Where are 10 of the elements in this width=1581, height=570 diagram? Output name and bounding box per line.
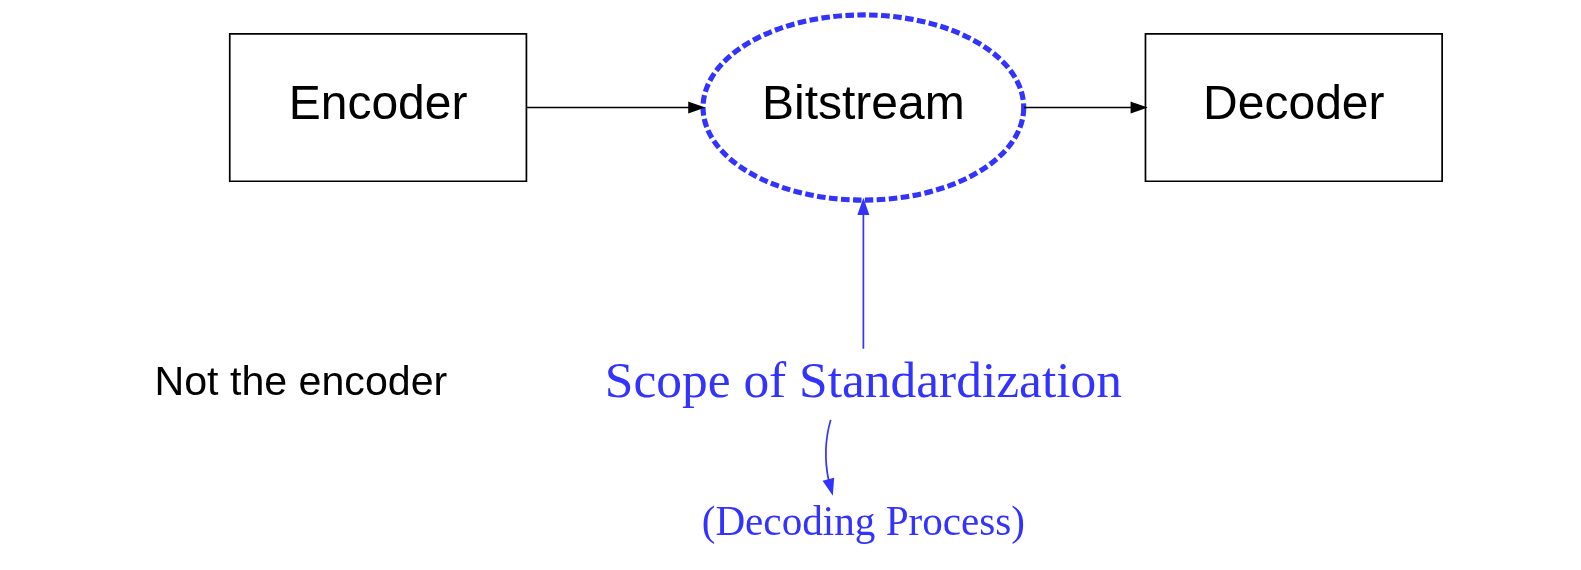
arrow <box>525 101 706 114</box>
node-text: Scope of Standardization <box>604 351 1122 409</box>
node-box: Encoder <box>228 32 528 183</box>
arrow <box>1023 101 1148 114</box>
node-text: (Decoding Process) <box>701 497 1026 544</box>
node-ellipse: Bitstream <box>700 12 1027 203</box>
arrow <box>822 419 835 496</box>
arrow <box>857 197 870 350</box>
node-box: Decoder <box>1144 32 1443 183</box>
label: Not the encoder <box>154 358 448 405</box>
